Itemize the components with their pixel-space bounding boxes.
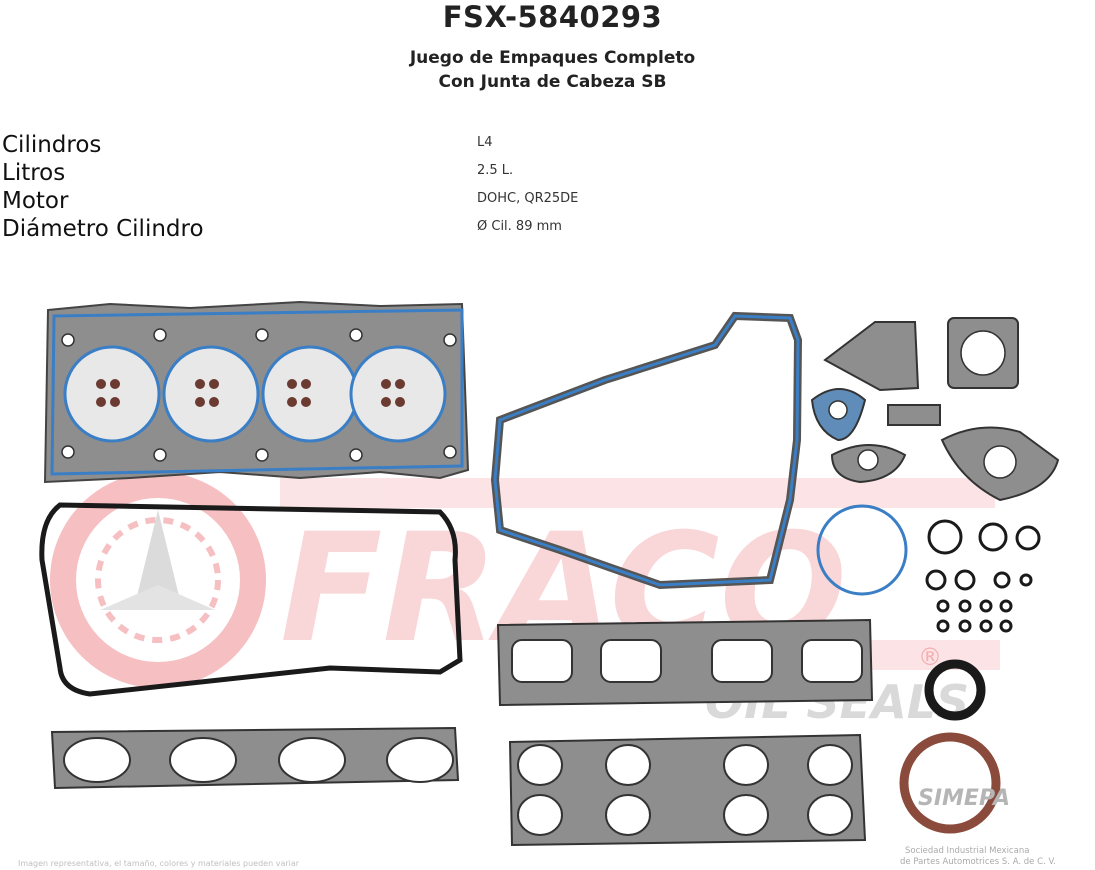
head-gasket [43, 300, 470, 484]
spec-value-liters: 2.5 L. [477, 163, 514, 178]
spec-label-bore: Diámetro Cilindro [2, 216, 204, 242]
exhaust-manifold-gasket [496, 618, 874, 707]
o-rings [925, 519, 1041, 633]
partner-logo: SIMEPA [918, 786, 1010, 811]
partner-caption-line1: Sociedad Industrial Mexicana [905, 846, 1029, 856]
spec-label-liters: Litros [2, 160, 66, 186]
spec-value-cylinders: L4 [477, 135, 493, 150]
spec-label-cylinders: Cilindros [2, 132, 102, 158]
front-seal [924, 659, 986, 721]
product-description-line1: Juego de Empaques Completo [409, 48, 696, 68]
thermostat-seal [816, 504, 908, 596]
oil-pan-gasket [490, 311, 803, 590]
small-gaskets [810, 317, 1060, 502]
lower-intake-gasket [508, 733, 867, 847]
spec-value-bore: Ø Cil. 89 mm [477, 219, 562, 234]
product-description-line2: Con Junta de Cabeza SB [438, 72, 667, 92]
rear-main-seal [899, 732, 1001, 834]
gasket-kit-image: FRACO OIL SEALS ® [18, 300, 1060, 868]
spec-value-engine: DOHC, QR25DE [477, 191, 579, 206]
intake-manifold-gasket [50, 726, 460, 790]
product-code: FSX-5840293 [442, 0, 663, 34]
valve-cover-gasket [39, 502, 463, 697]
partner-caption-line2: de Partes Automotrices S. A. de C. V. [900, 857, 1056, 867]
disclaimer-text: Imagen representativa, el tamaño, colore… [18, 859, 300, 868]
spec-label-engine: Motor [2, 188, 69, 214]
